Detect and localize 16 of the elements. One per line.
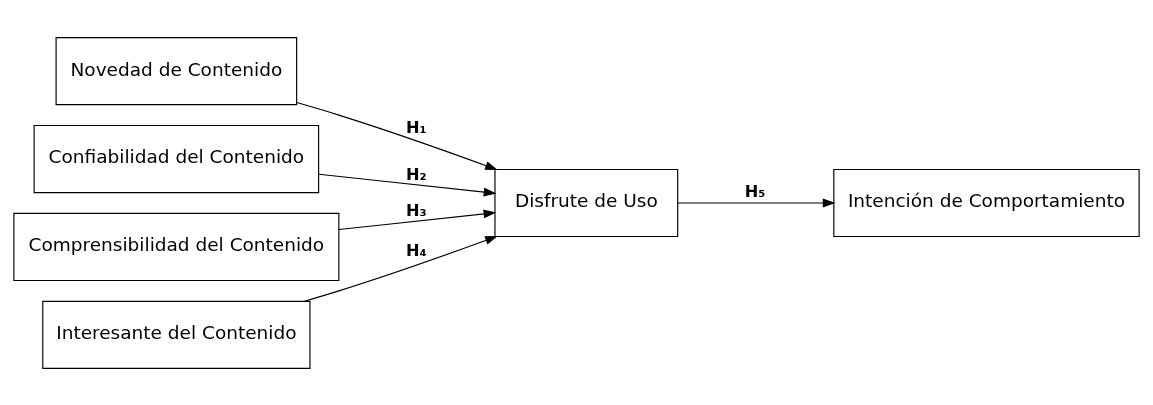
node-box: Intención de Comportamiento [833,168,1140,237]
arrow [338,209,497,230]
edge-label: H₂ [405,164,427,184]
arrow [318,173,497,196]
node-box: Novedad de Contenido [55,36,298,105]
edge-label: H₁ [405,117,427,137]
node-box: Confiabilidad del Contenido [33,124,320,193]
edge-label: H₅ [744,181,766,201]
node-box: Interesante del Contenido [42,300,311,369]
arrow [677,198,836,207]
edge-label: H₄ [405,240,427,260]
node-box: Disfrute de Uso [494,168,679,237]
node-box: Comprensibilidad del Contenido [13,212,340,281]
arrow [304,235,498,302]
arrow [296,101,498,170]
edge-label: H₃ [405,200,427,220]
